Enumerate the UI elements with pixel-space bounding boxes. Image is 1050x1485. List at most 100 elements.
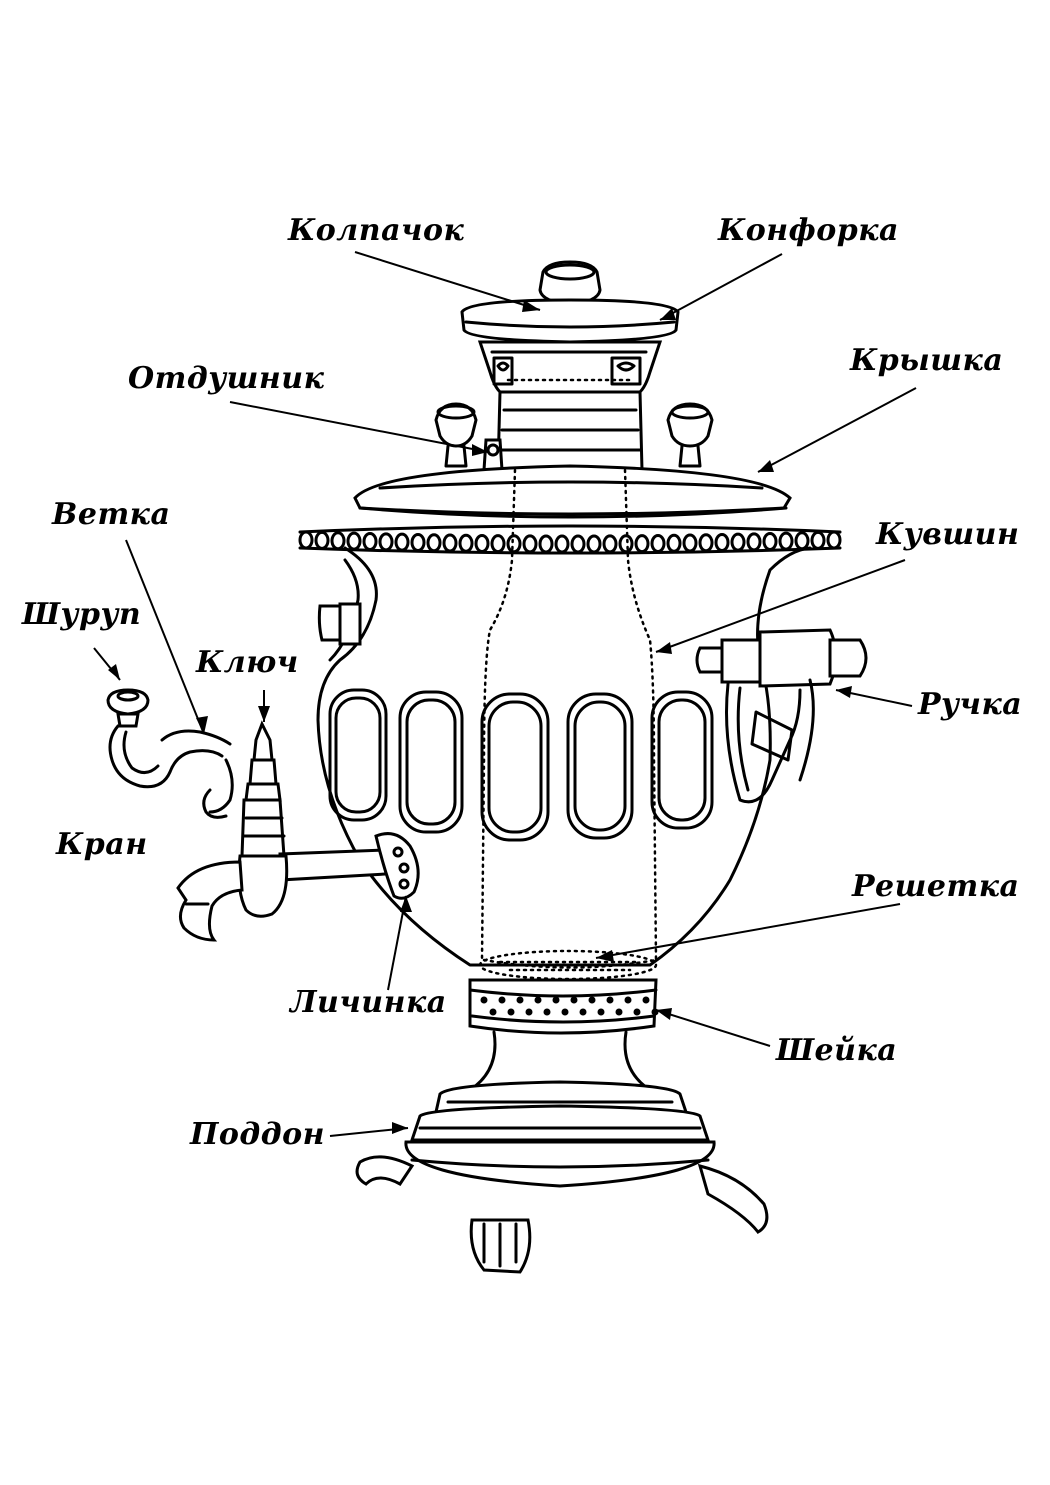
- label-reshetka: Решетка: [852, 869, 1020, 904]
- screw-shurup: [106, 688, 150, 728]
- arrow-reshetka: [595, 903, 901, 959]
- vent-cup-left: [434, 402, 478, 468]
- neck-hole: [489, 1008, 497, 1016]
- bead: [426, 533, 442, 553]
- bead: [570, 534, 586, 554]
- bead: [538, 534, 554, 554]
- label-klyuch: Ключ: [196, 645, 299, 680]
- body-panels: [328, 688, 714, 842]
- bead: [602, 534, 618, 554]
- bead: [394, 532, 410, 552]
- bead: [682, 533, 698, 553]
- base-poddon: [404, 1030, 716, 1188]
- bead: [458, 533, 474, 553]
- bead: [762, 531, 778, 551]
- neck-hole: [624, 996, 632, 1004]
- arrow-otdushnik: [229, 401, 489, 453]
- neck-hole: [588, 996, 596, 1004]
- crown-konforka: [460, 298, 680, 472]
- neck-holes: [480, 996, 659, 1016]
- cap-knob: [538, 260, 602, 306]
- bead: [442, 533, 458, 553]
- label-otdushnik: Отдушник: [128, 361, 325, 396]
- bead: [474, 533, 490, 553]
- neck-hole: [570, 996, 578, 1004]
- arrowheads: [108, 300, 852, 1134]
- escutcheon-lichinka: [374, 832, 420, 900]
- bead: [362, 531, 378, 551]
- bead: [666, 533, 682, 553]
- arrow-kryshka: [757, 387, 917, 473]
- neck-hole: [507, 1008, 515, 1016]
- arrow-kolpachok: [354, 251, 541, 311]
- bead: [778, 531, 794, 551]
- neck-hole: [597, 1008, 605, 1016]
- foot-right: [697, 1163, 769, 1234]
- neck-hole: [525, 1008, 533, 1016]
- key-klyuch: [244, 720, 282, 802]
- label-shurup: Шуруп: [22, 597, 142, 632]
- neck-hole: [606, 996, 614, 1004]
- bead: [522, 534, 538, 554]
- neck-hole: [561, 1008, 569, 1016]
- handle-ruchka: [695, 628, 868, 804]
- label-kolpachok: Колпачок: [288, 213, 465, 248]
- bead: [314, 530, 330, 550]
- body-kuvshin: [316, 546, 812, 967]
- bead: [618, 534, 634, 554]
- neck-hole: [579, 1008, 587, 1016]
- label-sheyka: Шейка: [776, 1033, 898, 1068]
- neck-hole: [516, 996, 524, 1004]
- foot-left: [355, 1155, 415, 1186]
- bead: [650, 533, 666, 553]
- label-lichinka: Личинка: [290, 985, 447, 1020]
- label-kryshka: Крышка: [850, 343, 1004, 378]
- arrow-konforka: [659, 253, 783, 321]
- bead: [746, 532, 762, 552]
- label-konforka: Конфорка: [718, 213, 899, 248]
- bead: [410, 532, 426, 552]
- arrow-kuvshin: [655, 559, 906, 653]
- bead: [554, 534, 570, 554]
- neck-hole: [534, 996, 542, 1004]
- neck-hole: [642, 996, 650, 1004]
- branch-vetka: [108, 724, 234, 819]
- tap-kran: [176, 798, 388, 942]
- label-kuvshin: Кувшин: [876, 517, 1020, 552]
- arrow-vetka: [125, 539, 205, 735]
- crown-ornament-right: [610, 356, 642, 386]
- neck-sheyka: [468, 978, 658, 1035]
- bead: [506, 534, 522, 554]
- bead: [810, 530, 826, 550]
- neck-hole: [498, 996, 506, 1004]
- bead: [730, 532, 746, 552]
- bead-row: [298, 530, 842, 554]
- bead: [826, 530, 842, 550]
- label-kran: Кран: [56, 827, 148, 862]
- neck-hole: [552, 996, 560, 1004]
- bead: [378, 532, 394, 552]
- bead: [794, 531, 810, 551]
- bead: [634, 534, 650, 554]
- lid-kryshka: [353, 464, 792, 519]
- neck-hole: [480, 996, 488, 1004]
- neck-hole: [543, 1008, 551, 1016]
- neck-hole: [615, 1008, 623, 1016]
- bead: [298, 530, 314, 550]
- neck-hole: [633, 1008, 641, 1016]
- label-vetka: Ветка: [52, 497, 171, 532]
- bead: [346, 531, 362, 551]
- crown-ornament-left: [492, 356, 514, 386]
- bead: [586, 534, 602, 554]
- label-poddon: Поддон: [190, 1117, 325, 1152]
- bead: [330, 531, 346, 551]
- bead-rim: [298, 524, 842, 555]
- arrow-sheyka: [655, 1009, 771, 1047]
- vent-otdushnik: [482, 438, 504, 472]
- bead: [714, 532, 730, 552]
- label-ruchka: Ручка: [918, 687, 1023, 722]
- inner-tube: [480, 468, 658, 969]
- vent-cup-right: [666, 402, 714, 468]
